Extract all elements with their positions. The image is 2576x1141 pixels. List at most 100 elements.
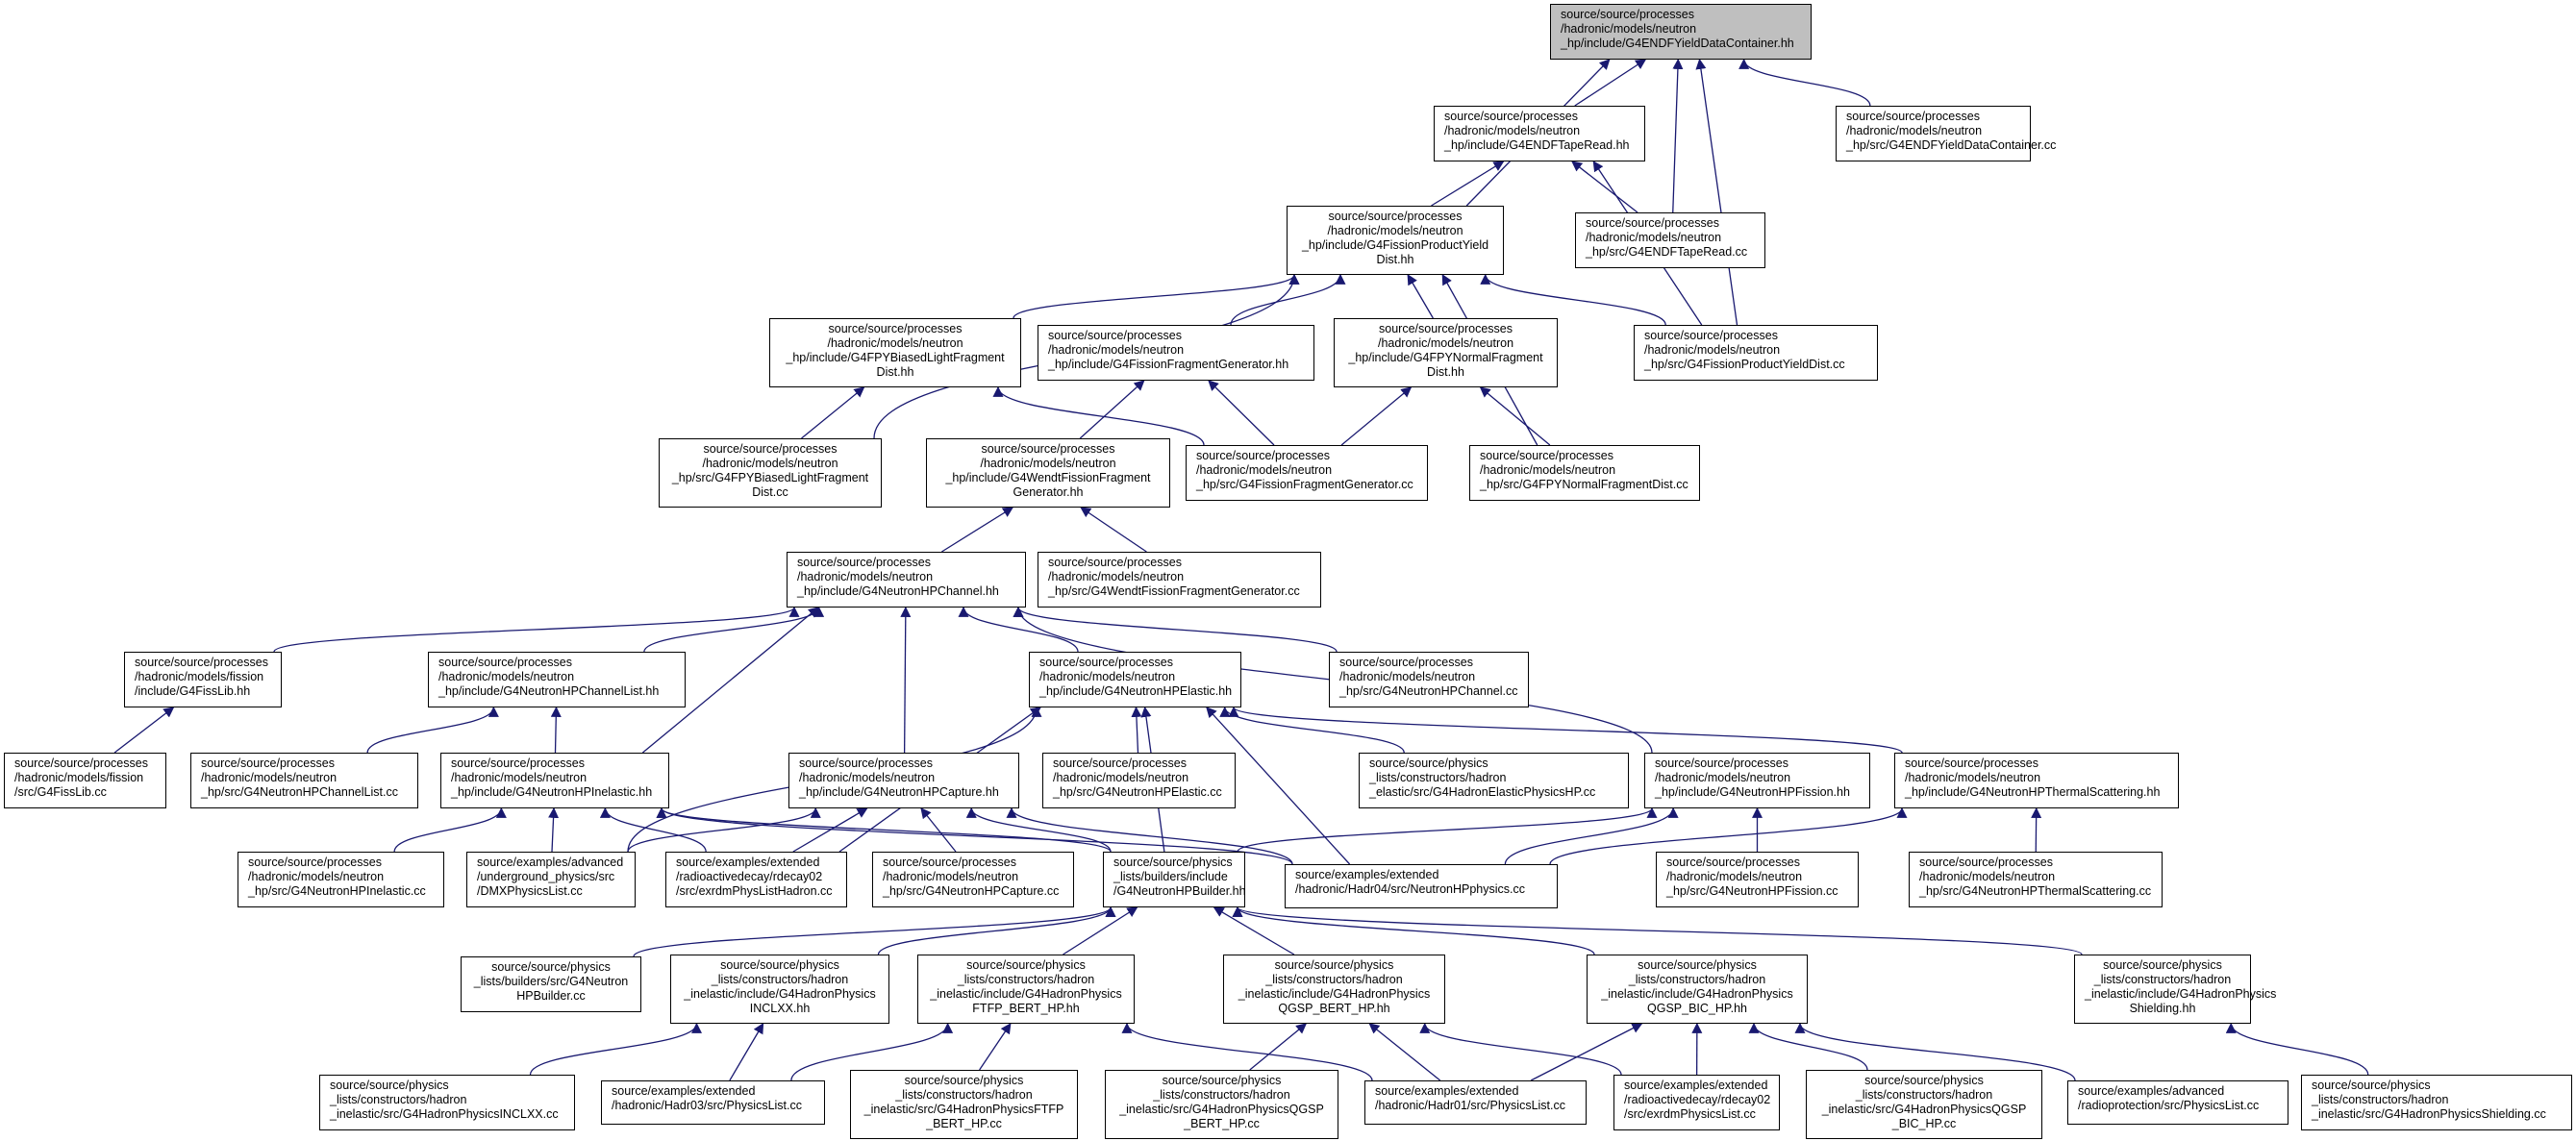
edge-thermalhh-to-elastichh (1228, 706, 1903, 754)
graph-node-fisslibhh[interactable]: source/source/processes /hadronic/models… (124, 652, 282, 707)
edge-builderhh-to-fissionhh (1237, 806, 1658, 853)
edge-nhpphysics-to-inelastichh (656, 806, 1293, 865)
graph-node-fpyhh[interactable]: source/source/processes /hadronic/models… (1287, 206, 1504, 275)
graph-node-endfcc[interactable]: source/source/processes /hadronic/models… (1836, 106, 2056, 161)
graph-node-capturecc[interactable]: source/source/processes /hadronic/models… (872, 852, 1074, 907)
edge-hadr03-to-ftfphh (790, 1022, 954, 1081)
graph-node-elasticcc[interactable]: source/source/processes /hadronic/models… (1042, 753, 1236, 808)
edge-hadr01-to-qgspbichh (1530, 1023, 1643, 1081)
edge-fpycc-to-fpyhh (1480, 273, 1666, 326)
graph-node-chanlistcc[interactable]: source/source/processes /hadronic/models… (190, 753, 418, 808)
graph-node-elastichh[interactable]: source/source/processes /hadronic/models… (1029, 652, 1241, 707)
graph-node-tapehh[interactable]: source/source/processes /hadronic/models… (1434, 106, 1645, 161)
graph-node-shieldingcc[interactable]: source/source/physics _lists/constructor… (2301, 1075, 2572, 1130)
edge-shieldinghh-to-builderhh (1232, 905, 2083, 955)
edge-hadr01-to-qgspberthh (1368, 1023, 1441, 1081)
graph-node-chanhh[interactable]: source/source/processes /hadronic/models… (787, 552, 1026, 608)
graph-node-nhpphysics[interactable]: source/examples/extended /hadronic/Hadr0… (1285, 864, 1558, 908)
edge-chancc-to-chanhh (1013, 606, 1338, 653)
edge-shieldingcc-to-shieldinghh (2225, 1022, 2369, 1076)
graph-node-fpycc[interactable]: source/source/processes /hadronic/models… (1634, 325, 1878, 381)
graph-node-qgspbertcc[interactable]: source/source/physics _lists/constructor… (1105, 1070, 1338, 1139)
edge-tapehh-to-root (1574, 59, 1647, 107)
graph-node-qgspbichh[interactable]: source/source/physics _lists/constructor… (1587, 955, 1808, 1024)
edge-chanlisthh-to-chanhh (643, 606, 825, 653)
edge-gencc-to-normalhh (1340, 386, 1413, 446)
graph-node-root[interactable]: source/source/processes /hadronic/models… (1550, 4, 1812, 60)
edge-elasticcc-to-elastichh (1131, 706, 1142, 754)
graph-node-fissionhh[interactable]: source/source/processes /hadronic/models… (1644, 753, 1870, 808)
edge-tapecc-to-tapehh (1571, 161, 1638, 213)
edge-capturecc-to-capturehh (920, 807, 957, 853)
graph-node-wendtcc[interactable]: source/source/processes /hadronic/models… (1038, 552, 1321, 608)
graph-node-tapecc[interactable]: source/source/processes /hadronic/models… (1575, 212, 1765, 268)
edge-qgspberthh-to-builderhh (1213, 906, 1295, 955)
edge-nhpphysics-to-capturehh (1006, 806, 1293, 865)
graph-node-ftfpcc[interactable]: source/source/physics _lists/constructor… (850, 1070, 1078, 1139)
graph-node-exrdmhadron[interactable]: source/examples/extended /radioactivedec… (665, 852, 847, 907)
edge-builderhh-to-inelastichh (656, 806, 1112, 853)
graph-node-qgspbiccc[interactable]: source/source/physics _lists/constructor… (1806, 1070, 2042, 1139)
edge-tapecc-to-root (1672, 58, 1684, 213)
graph-node-genhh[interactable]: source/source/processes /hadronic/models… (1038, 325, 1314, 381)
edge-ftfpcc-to-ftfphh (979, 1023, 1012, 1071)
graph-node-inclxxcc[interactable]: source/source/physics _lists/constructor… (319, 1075, 575, 1130)
edge-elasticphyshp-to-elastichh (1219, 706, 1405, 754)
edge-chanhh-to-wendthh (941, 507, 1014, 553)
graph-node-shieldinghh[interactable]: source/source/physics _lists/constructor… (2074, 955, 2276, 1024)
graph-node-exrdmphys[interactable]: source/examples/extended /radioactivedec… (1613, 1075, 1780, 1130)
graph-node-chancc[interactable]: source/source/processes /hadronic/models… (1329, 652, 1529, 707)
edge-genhh-to-fpyhh (1230, 273, 1346, 326)
graph-node-radioprot[interactable]: source/examples/advanced /radioprotectio… (2067, 1080, 2288, 1125)
edge-normalhh-to-fpyhh (1407, 274, 1434, 319)
graph-node-dmx[interactable]: source/examples/advanced /underground_ph… (466, 852, 636, 907)
edge-hadr03-to-inclxxhh (729, 1023, 764, 1081)
edge-wendtcc-to-wendthh (1080, 507, 1147, 553)
graph-node-chanlisthh[interactable]: source/source/processes /hadronic/models… (428, 652, 686, 707)
graph-node-wendthh[interactable]: source/source/processes /hadronic/models… (926, 438, 1170, 508)
edge-ftfphh-to-builderhh (1063, 906, 1138, 955)
edge-inelastichh-to-chanhh (641, 607, 819, 754)
edge-fpyhh-to-tapehh (1431, 161, 1505, 207)
edge-nhpphysics-to-elastichh (1206, 707, 1351, 865)
edge-wendthh-to-genhh (1079, 380, 1145, 439)
edge-fpycc-to-root (1695, 58, 1738, 326)
graph-node-biasedcc[interactable]: source/source/processes /hadronic/models… (659, 438, 882, 508)
graph-node-thermalcc[interactable]: source/source/processes /hadronic/models… (1909, 852, 2163, 907)
edge-chanlistcc-to-chanlisthh (366, 706, 499, 754)
graph-node-normalhh[interactable]: source/source/processes /hadronic/models… (1334, 318, 1558, 387)
graph-node-thermalhh[interactable]: source/source/processes /hadronic/models… (1894, 753, 2179, 808)
graph-node-inclxxhh[interactable]: source/source/physics _lists/constructor… (670, 955, 889, 1024)
edge-inelasticcc-to-inelastichh (393, 806, 507, 853)
graph-node-elasticphyshp[interactable]: source/source/physics _lists/constructor… (1359, 753, 1629, 808)
edge-thermalcc-to-thermalhh (2031, 806, 2042, 853)
edge-gencc-to-genhh (1208, 380, 1275, 446)
graph-node-capturehh[interactable]: source/source/processes /hadronic/models… (788, 753, 1019, 808)
edge-biasedhh-to-fpyhh (1013, 273, 1300, 319)
graph-node-hadr01[interactable]: source/examples/extended /hadronic/Hadr0… (1364, 1080, 1587, 1125)
edge-fisslibcc-to-fisslibhh (113, 707, 175, 754)
graph-node-inelasticcc[interactable]: source/source/processes /hadronic/models… (238, 852, 444, 907)
graph-node-ftfphh[interactable]: source/source/physics _lists/constructor… (917, 955, 1135, 1024)
edge-dmx-to-capturehh (627, 806, 821, 853)
edge-nhpphysics-to-fissionhh (1504, 806, 1679, 865)
graph-node-buildercc[interactable]: source/source/physics _lists/builders/sr… (461, 956, 641, 1012)
edge-radioprot-to-qgspbichh (1794, 1022, 2076, 1081)
graph-node-fisslibcc[interactable]: source/source/processes /hadronic/models… (4, 753, 166, 808)
graph-node-biasedhh[interactable]: source/source/processes /hadronic/models… (769, 318, 1021, 387)
edge-capturehh-to-chanhh (900, 606, 912, 754)
edge-qgspbichh-to-builderhh (1232, 905, 1595, 955)
graph-node-fissioncc[interactable]: source/source/processes /hadronic/models… (1656, 852, 1859, 907)
graph-node-inelastichh[interactable]: source/source/processes /hadronic/models… (440, 753, 669, 808)
edge-qgspbiccc-to-qgspbichh (1748, 1022, 1868, 1071)
edge-endfcc-to-root (1738, 58, 1871, 107)
edge-biasedcc-to-biasedhh (801, 386, 865, 439)
graph-node-builderhh[interactable]: source/source/physics _lists/builders/in… (1103, 852, 1246, 907)
graph-node-qgspberthh[interactable]: source/source/physics _lists/constructor… (1223, 955, 1445, 1024)
graph-node-gencc[interactable]: source/source/processes /hadronic/models… (1186, 445, 1428, 501)
edge-builderhh-to-capturehh (965, 806, 1112, 853)
graph-node-normalcc[interactable]: source/source/processes /hadronic/models… (1469, 445, 1700, 501)
edge-inelastichh-to-chanlisthh (550, 706, 562, 754)
graph-node-hadr03[interactable]: source/examples/extended /hadronic/Hadr0… (601, 1080, 825, 1125)
